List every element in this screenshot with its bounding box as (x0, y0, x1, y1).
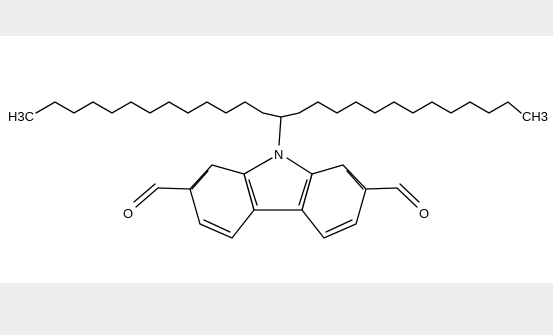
left-methyl-label: H3C (8, 109, 34, 124)
right-alkyl-chain (280, 101, 522, 118)
structure-canvas (0, 36, 553, 283)
left-aldehyde-group (133, 183, 191, 208)
right-methyl-label: CH3 (522, 109, 548, 124)
left-oxygen-label: O (123, 206, 133, 221)
left-alkyl-chain (35, 101, 282, 118)
nitrogen-label: N (274, 147, 283, 162)
bottom-margin-band (0, 283, 553, 335)
carbazole-core (189, 157, 367, 239)
right-oxygen-label: O (419, 206, 429, 221)
right-aldehyde-group (365, 183, 420, 208)
top-margin-band (0, 0, 553, 36)
ch-n-bond (278, 116, 282, 146)
